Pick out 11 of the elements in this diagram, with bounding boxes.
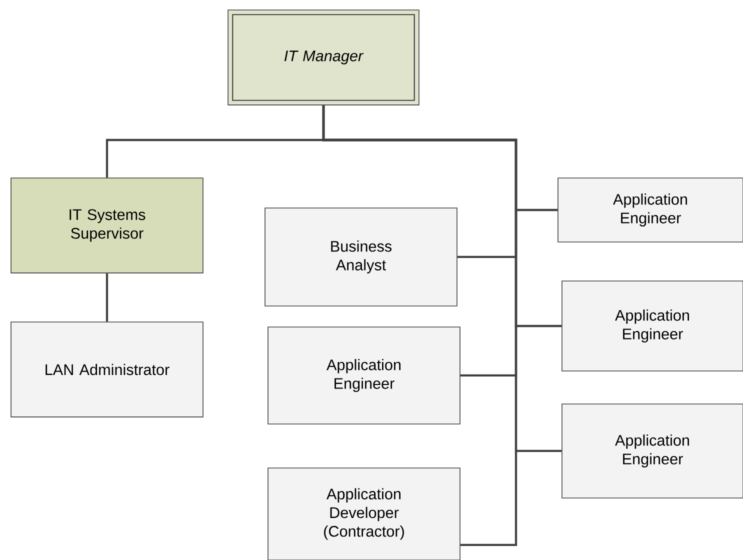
connector-line (322, 105, 518, 546)
position-box: Application Engineer (268, 326, 460, 424)
position-box: LAN Administrator (10, 322, 204, 418)
position-box: IT Systems Supervisor (10, 178, 204, 274)
connector-line (106, 273, 108, 322)
position-box: Business Analyst (264, 208, 458, 306)
position-box: IT Manager (228, 10, 420, 106)
position-box: Application Engineer (562, 280, 743, 372)
position-box: Application Engineer (558, 178, 743, 242)
position-box: Application Engineer (562, 404, 743, 498)
position-box: Application Developer (Contractor) (268, 468, 460, 560)
